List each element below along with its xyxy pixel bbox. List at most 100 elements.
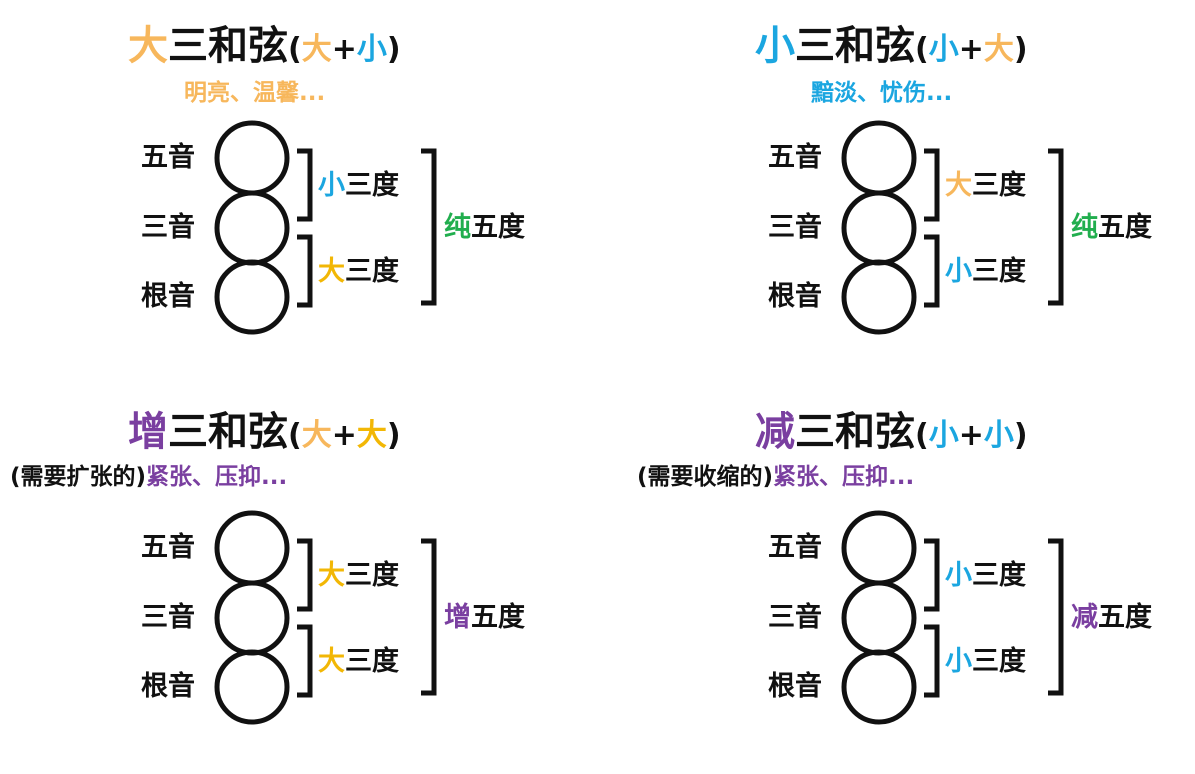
mood-condition: (需要扩张的) <box>10 464 147 490</box>
chord-shapes <box>841 120 1064 335</box>
formula-lower: 小 <box>928 32 959 67</box>
note-circle-fifth <box>841 510 917 586</box>
upper-interval-label: 小三度 <box>945 560 1026 592</box>
major-triad-panel: 大三和弦(大+小)明亮、温馨...五音三音根音小三度大三度纯五度 <box>0 0 597 384</box>
interval-quality: 小 <box>945 560 972 591</box>
note-circle-root <box>841 259 917 335</box>
note-label-root: 根音 <box>141 671 195 703</box>
interval-quality: 小 <box>318 170 345 201</box>
title-rest: 三和弦 <box>795 23 915 69</box>
note-label-text: 三音 <box>141 212 195 243</box>
note-label-fifth: 五音 <box>768 532 822 564</box>
paren-open: ( <box>288 418 302 453</box>
note-circle-third <box>841 580 917 656</box>
note-circle-third <box>214 190 290 266</box>
augmented-triad-panel: 增三和弦(大+大)(需要扩张的)紧张、压抑...五音三音根音大三度大三度增五度 <box>0 390 597 774</box>
note-circle-fifth <box>214 120 290 196</box>
note-label-text: 五音 <box>768 142 822 173</box>
mood-text: 紧张、压抑... <box>146 464 288 490</box>
title-lead: 减 <box>755 409 795 455</box>
interval-name: 三度 <box>972 256 1026 287</box>
chord-shapes <box>214 510 437 725</box>
note-circle-third <box>214 580 290 656</box>
note-label-text: 根音 <box>768 671 822 702</box>
interval-name: 三度 <box>972 170 1026 201</box>
title-rest: 三和弦 <box>168 23 288 69</box>
formula-lower: 小 <box>928 418 959 453</box>
note-circle-fifth <box>841 120 917 196</box>
paren-close: ) <box>386 32 401 67</box>
formula-lower: 大 <box>301 418 332 453</box>
interval-formula: (小+大) <box>915 32 1028 67</box>
interval-name: 三度 <box>345 256 399 287</box>
note-label-third: 三音 <box>768 212 822 244</box>
interval-name: 五度 <box>471 602 525 633</box>
note-label-fifth: 五音 <box>141 142 195 174</box>
formula-plus: + <box>331 418 357 453</box>
paren-close: ) <box>1013 418 1028 453</box>
interval-name: 五度 <box>1098 602 1152 633</box>
note-circle-root <box>214 259 290 335</box>
interval-name: 三度 <box>345 170 399 201</box>
interval-quality: 大 <box>945 170 972 201</box>
formula-upper: 大 <box>983 32 1014 67</box>
interval-name: 五度 <box>1098 212 1152 243</box>
mood-condition: (需要收缩的) <box>637 464 774 490</box>
note-circle-root <box>214 649 290 725</box>
paren-open: ( <box>288 32 302 67</box>
note-label-root: 根音 <box>768 281 822 313</box>
diminished-triad-panel: 减三和弦(小+小)(需要收缩的)紧张、压抑...五音三音根音小三度小三度减五度 <box>627 390 1195 774</box>
title-rest: 三和弦 <box>168 409 288 455</box>
interval-formula: (小+小) <box>915 418 1028 453</box>
upper-interval-label: 小三度 <box>318 170 399 202</box>
formula-upper: 小 <box>983 418 1014 453</box>
formula-upper: 小 <box>356 32 387 67</box>
fifth-bracket <box>1048 148 1064 306</box>
paren-open: ( <box>915 418 929 453</box>
fifth-interval-label: 减五度 <box>1071 602 1152 634</box>
paren-open: ( <box>915 32 929 67</box>
mood-text: 紧张、压抑... <box>773 464 915 490</box>
chord-title: 小三和弦(小+大) <box>755 22 1028 74</box>
formula-plus: + <box>958 32 984 67</box>
note-label-text: 根音 <box>768 281 822 312</box>
note-label-text: 三音 <box>141 602 195 633</box>
lower-interval-label: 大三度 <box>318 256 399 288</box>
chord-shapes <box>214 120 437 335</box>
formula-plus: + <box>958 418 984 453</box>
note-label-fifth: 五音 <box>141 532 195 564</box>
interval-name: 五度 <box>471 212 525 243</box>
lower-third-bracket <box>924 624 940 698</box>
interval-quality: 增 <box>444 602 471 633</box>
chord-title: 减三和弦(小+小) <box>755 408 1028 460</box>
note-label-text: 五音 <box>768 532 822 563</box>
lower-third-bracket <box>297 624 313 698</box>
lower-third-bracket <box>297 234 313 308</box>
upper-interval-label: 大三度 <box>318 560 399 592</box>
fifth-bracket <box>421 148 437 306</box>
interval-quality: 小 <box>945 256 972 287</box>
interval-quality: 纯 <box>1071 212 1098 243</box>
formula-lower: 大 <box>301 32 332 67</box>
lower-third-bracket <box>924 234 940 308</box>
interval-quality: 大 <box>318 646 345 677</box>
note-label-third: 三音 <box>768 602 822 634</box>
mood-text: 黯淡、忧伤... <box>811 80 953 106</box>
note-circle-fifth <box>214 510 290 586</box>
chord-mood: 黯淡、忧伤... <box>811 78 952 108</box>
lower-interval-label: 小三度 <box>945 256 1026 288</box>
upper-third-bracket <box>297 148 313 222</box>
title-lead: 大 <box>128 23 168 69</box>
note-label-fifth: 五音 <box>768 142 822 174</box>
upper-third-bracket <box>924 538 940 612</box>
interval-quality: 大 <box>318 256 345 287</box>
chord-title: 大三和弦(大+小) <box>128 22 401 74</box>
note-circle-third <box>841 190 917 266</box>
note-label-text: 根音 <box>141 281 195 312</box>
note-label-text: 五音 <box>141 532 195 563</box>
chord-mood: 明亮、温馨... <box>184 78 325 108</box>
interval-name: 三度 <box>345 646 399 677</box>
fifth-interval-label: 纯五度 <box>444 212 525 244</box>
lower-interval-label: 大三度 <box>318 646 399 678</box>
interval-formula: (大+大) <box>288 418 401 453</box>
